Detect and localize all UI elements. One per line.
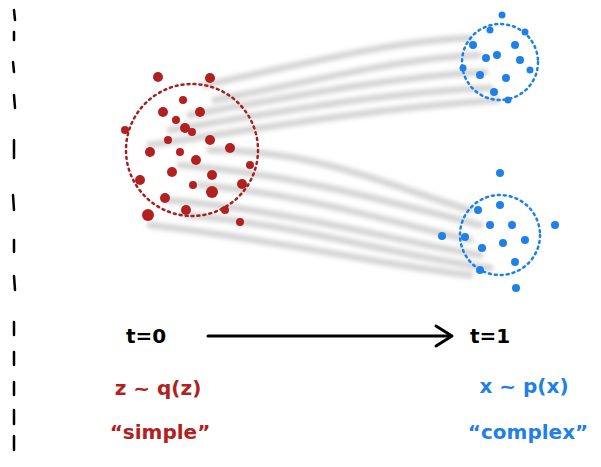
description-label: “simple”	[110, 420, 211, 444]
sample-dot	[461, 233, 469, 241]
sample-dot	[476, 71, 484, 79]
source-distribution-circle	[126, 84, 258, 216]
time-axis-dashes	[13, 10, 15, 450]
sample-dot	[145, 147, 155, 157]
sample-dot	[205, 135, 215, 145]
sample-dot	[486, 221, 494, 229]
time-arrow	[208, 326, 452, 346]
sample-dot	[191, 155, 201, 165]
dash	[14, 10, 15, 20]
sample-dot	[505, 97, 512, 104]
target-mode-circle	[462, 24, 538, 100]
time-label: t=0	[126, 324, 166, 348]
dash	[13, 410, 16, 424]
sample-dot	[493, 51, 501, 59]
dash	[13, 436, 16, 450]
sample-dot	[167, 167, 177, 177]
sample-dot	[236, 218, 244, 226]
sample-dot	[460, 65, 467, 72]
trajectory	[165, 200, 480, 255]
sample-dot	[164, 136, 172, 144]
sample-dot	[487, 27, 494, 34]
sample-dot	[246, 161, 254, 169]
sample-dot	[474, 206, 482, 214]
dash	[13, 382, 16, 395]
trajectory	[150, 225, 470, 275]
sample-dot	[512, 284, 520, 292]
sample-dot	[179, 96, 187, 104]
flow-trajectories	[150, 38, 498, 275]
arrow-shaft	[208, 335, 448, 338]
sample-dot	[508, 221, 516, 229]
description-label: “complex”	[468, 420, 588, 444]
dash	[13, 140, 16, 158]
sample-dot	[438, 232, 446, 240]
sample-dot	[499, 239, 507, 247]
sample-dot	[551, 221, 559, 229]
trajectory	[170, 88, 490, 130]
sample-dot	[237, 179, 247, 189]
dash	[13, 32, 16, 40]
sample-dot	[522, 29, 529, 36]
trajectory	[150, 100, 498, 145]
dash	[13, 322, 16, 335]
sample-dot	[511, 41, 519, 49]
sample-dot	[527, 67, 534, 74]
sample-dot	[207, 170, 217, 180]
arrow-head	[436, 326, 452, 346]
time-label: t=1	[470, 324, 510, 348]
sample-dot	[521, 236, 529, 244]
trajectory	[210, 150, 470, 210]
sample-dot	[176, 148, 184, 156]
distribution-label: z ~ q(z)	[115, 376, 202, 400]
sample-dot	[172, 116, 180, 124]
sample-dot	[516, 56, 524, 64]
sample-dot	[511, 258, 519, 266]
sample-dot	[195, 107, 205, 117]
sample-dot	[496, 169, 504, 177]
sample-dot	[206, 186, 218, 198]
source-samples	[121, 72, 254, 226]
target-samples	[438, 12, 559, 293]
target-mode-circle	[460, 195, 540, 275]
sample-dot	[476, 266, 484, 274]
sample-dot	[502, 74, 510, 82]
dash	[13, 62, 14, 72]
sample-dot	[499, 12, 506, 19]
sample-dot	[121, 126, 129, 134]
dash	[13, 240, 16, 252]
dash	[13, 352, 16, 365]
sample-dot	[188, 128, 196, 136]
sample-dot	[490, 88, 498, 96]
sample-dot	[205, 73, 215, 83]
sample-dot	[496, 201, 504, 209]
sample-dot	[153, 72, 163, 82]
sample-dot	[142, 209, 154, 221]
dash	[14, 95, 15, 108]
distribution-label: x ~ p(x)	[479, 374, 568, 398]
sample-dot	[469, 41, 477, 49]
sample-dot	[225, 143, 235, 153]
sample-dot	[135, 175, 145, 185]
sample-dot	[181, 205, 191, 215]
sample-dot	[482, 54, 490, 62]
sample-dot	[158, 107, 168, 117]
dash	[13, 195, 14, 210]
dash	[14, 276, 15, 290]
sample-dot	[221, 206, 229, 214]
sample-dot	[160, 193, 170, 203]
sample-dot	[189, 181, 197, 189]
trajectory	[185, 215, 490, 268]
sample-dot	[478, 244, 486, 252]
